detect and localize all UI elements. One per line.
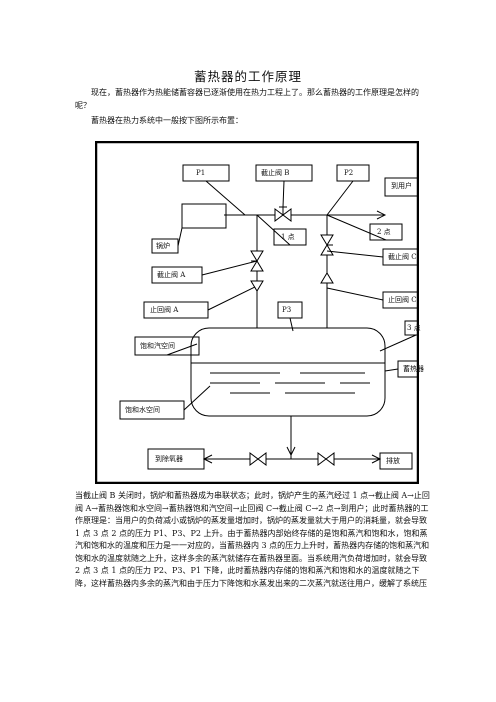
diagram-drawing (95, 141, 419, 484)
boiler-box (181, 203, 227, 229)
drain-box (379, 452, 413, 470)
accumulator-tank (190, 327, 386, 417)
body-paragraph: 当截止阀 B 关闭时，锅炉和蓄热器成为串联状态；此时，锅炉产生的蒸汽经过 1 点… (75, 491, 430, 588)
p3-label: P3 (282, 306, 292, 314)
steam-space-label: 饱和汽空间 (140, 342, 175, 350)
point2-label: 2 点 (377, 228, 391, 236)
deaerator-label: 到除氧器 (155, 455, 183, 463)
valve-b-label: 截止阀 B (261, 169, 290, 177)
check-c-label: 止回阀 C (388, 296, 417, 304)
document-title: 蓄热器的工作原理 (193, 69, 302, 84)
drain-label: 排放 (386, 457, 400, 465)
water-space-label: 饱和水空间 (125, 406, 160, 414)
to-user-label: 到用户 (391, 182, 412, 190)
to-user-box (384, 177, 419, 197)
intro-paragraph: 现在，蓄热器作为热能储蓄容器已逐渐使用在热力工程上了。那么蓄热器的工作原理是怎样… (75, 88, 419, 110)
valve-c-label: 截止阀 C (388, 253, 417, 261)
accumulator-label: 蓄热器 (403, 365, 424, 373)
diagram-intro: 蓄热器在热力系统中一般按下图所示布置： (91, 116, 243, 125)
point1-label: 1 点 (281, 233, 295, 241)
check-a-label: 止回阀 A (150, 306, 179, 314)
p1-box (182, 164, 230, 182)
valve-a-label: 截止阀 A (157, 271, 186, 279)
boiler-label: 锅炉 (156, 242, 170, 250)
p2-label: P2 (344, 169, 354, 177)
diagram-frame (95, 141, 419, 484)
p1-label: P1 (196, 169, 206, 177)
point3-label: 3 点 (407, 324, 421, 332)
system-diagram: P1 截止阀 B P2 到用户 1 点 2 点 锅炉 截止阀 A 截止阀 C 止… (95, 141, 424, 484)
